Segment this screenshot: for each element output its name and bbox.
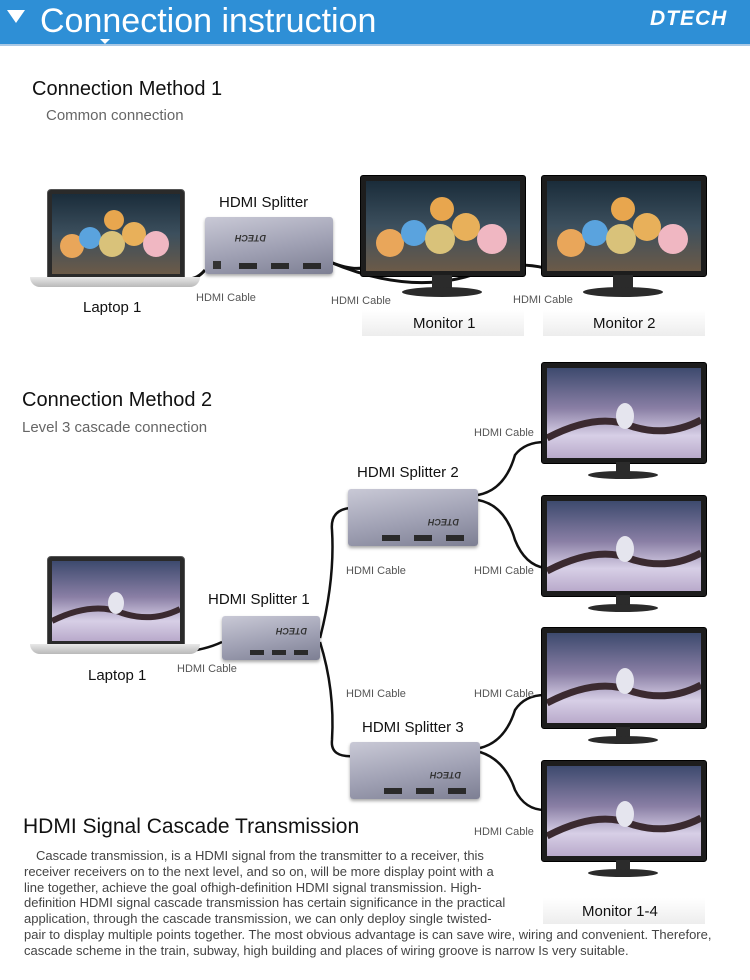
monitor-foot <box>402 287 482 297</box>
hdmi-port <box>294 650 308 655</box>
method2-cable-label-4: HDMI Cable <box>474 565 534 577</box>
text-wrap-spacer <box>506 848 724 926</box>
birds-illustration <box>376 197 507 257</box>
hdmi-port <box>271 263 289 269</box>
snow-scene-illustration <box>545 801 703 840</box>
header-bar <box>0 0 750 44</box>
monitor-foot <box>588 869 658 877</box>
method2-cable-label-7: HDMI Cable <box>474 826 534 838</box>
method2-cable-label-2: HDMI Cable <box>474 427 534 439</box>
hdmi-splitter-1: DTECH <box>222 616 320 660</box>
monitor-neck <box>616 727 630 737</box>
laptop-screen <box>47 556 185 646</box>
birds-illustration <box>60 210 169 258</box>
method1-splitter-label: HDMI Splitter <box>219 194 309 211</box>
screen-image <box>52 194 180 274</box>
method2-laptop-label: Laptop 1 <box>88 667 147 684</box>
screen-image <box>547 181 701 271</box>
monitor-neck <box>432 275 452 289</box>
splitter-brand: DTECH <box>235 233 266 243</box>
monitor-foot <box>583 287 663 297</box>
cascade-paragraph: Cascade transmission, is a HDMI signal f… <box>24 848 724 959</box>
screen-image <box>50 561 182 641</box>
method2-cables <box>181 440 546 812</box>
method1-cable-label-3: HDMI Cable <box>513 294 573 306</box>
monitor-foot <box>588 471 658 479</box>
hdmi-splitter: DTECH <box>205 217 333 274</box>
monitor-foot <box>588 736 658 744</box>
notch-icon <box>100 39 110 44</box>
screen-image <box>545 766 703 856</box>
monitor <box>541 362 707 464</box>
monitor <box>360 175 526 277</box>
method2-cable-label-5: HDMI Cable <box>346 688 406 700</box>
method1-laptop-label: Laptop 1 <box>83 299 142 316</box>
snow-scene-illustration <box>545 536 703 575</box>
caption-box <box>362 310 524 336</box>
splitter3-label: HDMI Splitter 3 <box>362 719 464 736</box>
method2-cable-label-3: HDMI Cable <box>346 565 406 577</box>
caption-box <box>543 898 705 924</box>
method1-cable-label-2: HDMI Cable <box>331 295 391 307</box>
monitor-neck <box>613 275 633 289</box>
caption-box <box>543 310 705 336</box>
method1-title: Connection Method 1 <box>32 78 223 100</box>
birds-illustration <box>557 197 688 257</box>
monitor <box>541 760 707 862</box>
screen-image <box>366 181 520 271</box>
method1-monitor1-label: Monitor 1 <box>413 315 476 332</box>
hdmi-port <box>239 263 257 269</box>
method1-subtitle: Common connection <box>46 107 184 124</box>
hdmi-port <box>448 788 466 794</box>
monitor <box>541 175 707 277</box>
hdmi-port <box>416 788 434 794</box>
laptop-base <box>30 277 200 287</box>
cascade-title: HDMI Signal Cascade Transmission <box>23 815 360 838</box>
method2-cable-label-1: HDMI Cable <box>177 663 237 675</box>
cascade-text: Cascade transmission, is a HDMI signal f… <box>24 848 712 958</box>
hdmi-splitter-2: DTECH <box>348 489 478 546</box>
method1-monitor2-label: Monitor 2 <box>593 315 656 332</box>
snow-scene-illustration <box>50 592 182 624</box>
hdmi-port <box>272 650 286 655</box>
method1-cable-label-1: HDMI Cable <box>196 292 256 304</box>
snow-scene-illustration <box>545 403 703 442</box>
monitor-foot <box>588 604 658 612</box>
header-underline <box>0 44 750 46</box>
monitor-neck <box>616 860 630 870</box>
splitter1-label: HDMI Splitter 1 <box>208 591 310 608</box>
snow-scene-illustration <box>545 668 703 707</box>
hdmi-port <box>384 788 402 794</box>
triangle-down-icon <box>7 10 25 23</box>
power-port <box>213 261 221 269</box>
hdmi-port <box>446 535 464 541</box>
hdmi-port <box>303 263 321 269</box>
method2-monitor-label: Monitor 1-4 <box>582 903 658 920</box>
splitter-brand: DTECH <box>276 626 307 636</box>
screen-image <box>545 501 703 591</box>
screen-image <box>545 368 703 458</box>
monitor-neck <box>616 462 630 472</box>
hdmi-port <box>250 650 264 655</box>
page-title: Connection instruction <box>40 2 377 40</box>
screen-image <box>545 633 703 723</box>
splitter-brand: DTECH <box>430 770 461 780</box>
brand-logo: DTECH <box>650 7 728 30</box>
laptop-base <box>30 644 200 654</box>
method2-title: Connection Method 2 <box>22 389 213 411</box>
splitter-brand: DTECH <box>428 517 459 527</box>
method2-subtitle: Level 3 cascade connection <box>22 419 208 436</box>
monitor <box>541 627 707 729</box>
monitor <box>541 495 707 597</box>
hdmi-port <box>414 535 432 541</box>
hdmi-splitter-3: DTECH <box>350 742 480 799</box>
monitor-neck <box>616 595 630 605</box>
laptop-screen <box>47 189 185 279</box>
method2-cable-label-6: HDMI Cable <box>474 688 534 700</box>
hdmi-port <box>382 535 400 541</box>
splitter2-label: HDMI Splitter 2 <box>357 464 459 481</box>
